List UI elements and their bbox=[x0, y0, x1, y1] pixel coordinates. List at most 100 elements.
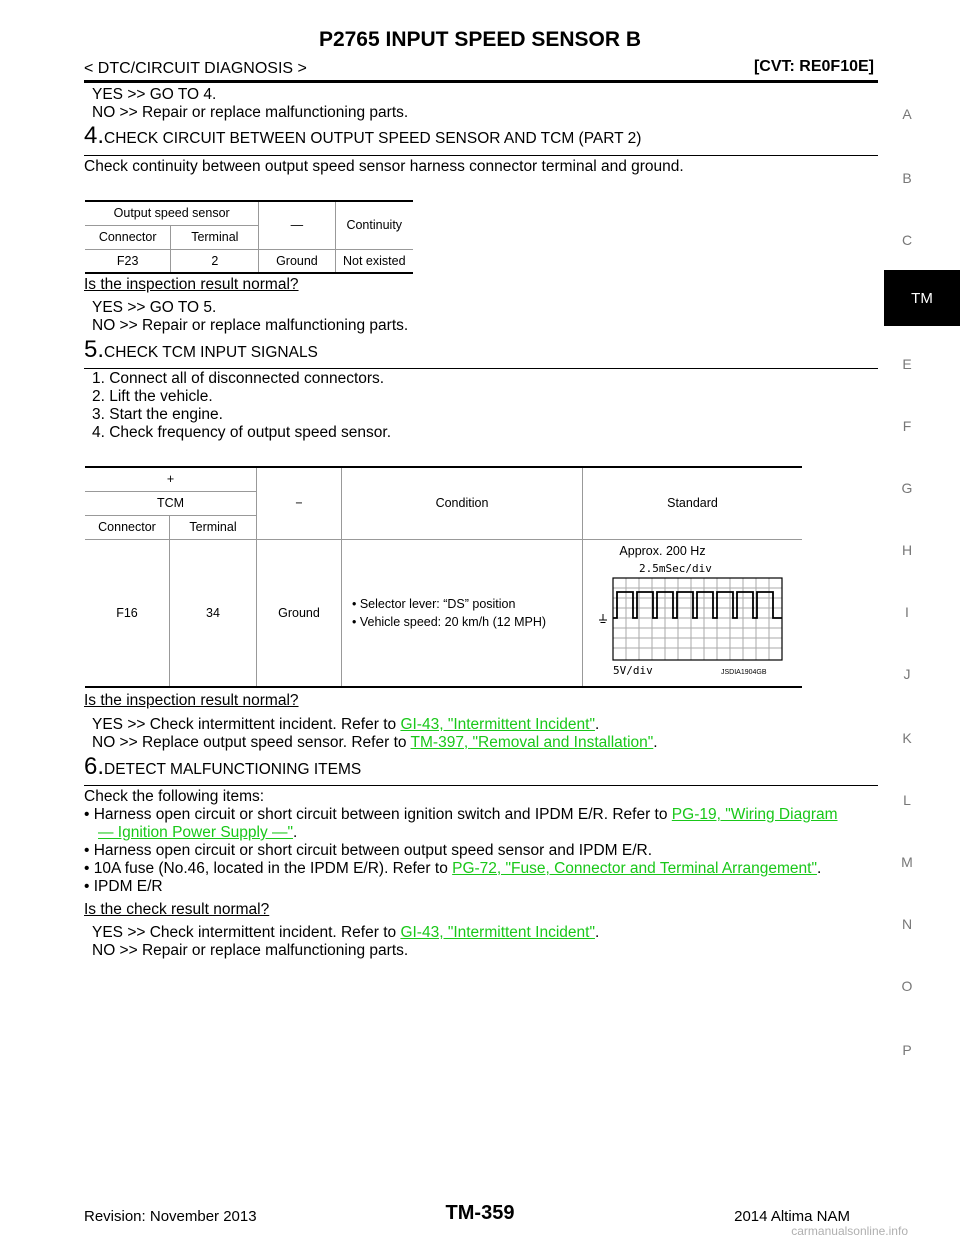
step6-no: NO >> Repair or replace malfunctioning p… bbox=[92, 942, 409, 959]
intro-no: NO >> Repair or replace malfunctioning p… bbox=[92, 104, 409, 121]
step4-number: 4. bbox=[84, 122, 105, 149]
step6-bullet: • IPDM E/R bbox=[84, 878, 163, 895]
section-label: < DTC/CIRCUIT DIAGNOSIS > bbox=[84, 60, 307, 77]
side-index-tm-label: TM bbox=[911, 289, 933, 307]
period: . bbox=[293, 824, 298, 841]
step5-yes: YES >> Check intermittent incident. Refe… bbox=[92, 716, 599, 734]
standard-value: Approx. 200 Hz bbox=[619, 543, 706, 558]
header-rule bbox=[84, 80, 878, 83]
side-index-f[interactable]: F bbox=[902, 418, 912, 434]
scope-volt-scale: 5V/div bbox=[613, 664, 653, 677]
condition-header: Condition bbox=[341, 467, 583, 539]
step6-bullet: • Harness open circuit or short circuit … bbox=[84, 842, 653, 859]
continuity-table: Output speed sensor — Continuity Connect… bbox=[85, 200, 413, 274]
step5-question: Is the inspection result normal? bbox=[84, 692, 299, 709]
step4-no: NO >> Repair or replace malfunctioning p… bbox=[92, 317, 409, 334]
bullet-text: • 10A fuse (No.46, located in the IPDM E… bbox=[84, 860, 453, 877]
period: . bbox=[594, 924, 600, 941]
table-cell: Ground bbox=[256, 539, 342, 687]
side-index-n[interactable]: N bbox=[901, 916, 913, 932]
step5-item: 3. Start the engine. bbox=[92, 406, 223, 423]
scope-time-scale: 2.5mSec/div bbox=[639, 562, 712, 575]
standard-cell: Approx. 200 Hz 2.5mSec/div 5V/div bbox=[583, 539, 803, 687]
step5-rule bbox=[84, 368, 878, 369]
step4-rule bbox=[84, 155, 878, 156]
connector-header: Connector bbox=[85, 515, 170, 539]
period: . bbox=[594, 716, 600, 733]
step6-description: Check the following items: bbox=[84, 788, 265, 805]
table-cell: Ground bbox=[258, 249, 336, 273]
step5-item: 4. Check frequency of output speed senso… bbox=[92, 424, 391, 441]
step4-description: Check continuity between output speed se… bbox=[84, 158, 684, 175]
scope-figure-id: JSDIA1904GB bbox=[721, 669, 767, 676]
page-title: P2765 INPUT SPEED SENSOR B bbox=[318, 28, 642, 51]
table-cell: F16 bbox=[85, 539, 170, 687]
side-index-o[interactable]: O bbox=[901, 978, 913, 994]
step6-bullet-cont: — Ignition Power Supply —". bbox=[98, 824, 297, 842]
side-index-p[interactable]: P bbox=[902, 1042, 912, 1058]
step6-question: Is the check result normal? bbox=[84, 901, 270, 918]
side-index-tm-active[interactable]: TM bbox=[884, 270, 960, 326]
step5-title: CHECK TCM INPUT SIGNALS bbox=[104, 344, 318, 361]
step4-question: Is the inspection result normal? bbox=[84, 276, 299, 293]
step4-yes: YES >> GO TO 5. bbox=[92, 299, 217, 316]
step5-no: NO >> Replace output speed sensor. Refer… bbox=[92, 734, 658, 752]
pg-72-link[interactable]: PG-72, "Fuse, Connector and Terminal Arr… bbox=[452, 860, 817, 877]
condition-cell: • Selector lever: “DS” position • Vehicl… bbox=[341, 539, 583, 687]
side-index-c[interactable]: C bbox=[901, 232, 913, 248]
side-index-b[interactable]: B bbox=[902, 170, 912, 186]
side-index-i[interactable]: I bbox=[905, 604, 909, 620]
pg-19-link[interactable]: PG-19, "Wiring Diagram bbox=[671, 806, 838, 823]
gi-43-link[interactable]: GI-43, "Intermittent Incident" bbox=[400, 716, 595, 733]
table-cell: Not existed bbox=[342, 253, 406, 268]
model-label: [CVT: RE0F10E] bbox=[753, 58, 874, 75]
output-speed-sensor-header: Output speed sensor bbox=[85, 201, 259, 226]
connector-header: Connector bbox=[85, 225, 172, 249]
scope-grid bbox=[612, 577, 782, 660]
step4-title: CHECK CIRCUIT BETWEEN OUTPUT SPEED SENSO… bbox=[104, 130, 642, 147]
side-index-k[interactable]: K bbox=[902, 730, 912, 746]
step6-yes: YES >> Check intermittent incident. Refe… bbox=[92, 924, 599, 942]
tcm-header: TCM bbox=[85, 491, 257, 516]
yes-text: YES >> Check intermittent incident. Refe… bbox=[92, 924, 401, 941]
gi-43-link[interactable]: GI-43, "Intermittent Incident" bbox=[400, 924, 595, 941]
step5-heading: 5.CHECK TCM INPUT SIGNALS bbox=[84, 336, 318, 364]
table-cell: F23 bbox=[85, 249, 172, 273]
watermark: carmanualsonline.info bbox=[791, 1224, 908, 1238]
continuity-header: Continuity bbox=[334, 201, 413, 249]
period: . bbox=[653, 734, 658, 751]
table-cell: 34 bbox=[169, 539, 257, 687]
side-index-l[interactable]: L bbox=[903, 792, 911, 808]
bullet-text: • Harness open circuit or short circuit … bbox=[84, 806, 672, 823]
vehicle-model: 2014 Altima NAM bbox=[734, 1208, 850, 1225]
side-index-j[interactable]: J bbox=[903, 666, 911, 682]
standard-header: Standard bbox=[582, 467, 802, 539]
condition-line: • Selector lever: “DS” position bbox=[352, 596, 516, 611]
table-cell: 2 bbox=[170, 249, 260, 273]
revision-date: Revision: November 2013 bbox=[84, 1208, 257, 1225]
side-index-a[interactable]: A bbox=[902, 106, 912, 122]
scope-frame bbox=[611, 576, 783, 661]
step5-number: 5. bbox=[84, 336, 105, 363]
side-index-h[interactable]: H bbox=[901, 542, 913, 558]
tm-397-link[interactable]: TM-397, "Removal and Installation" bbox=[410, 734, 654, 751]
step6-heading: 6.DETECT MALFUNCTIONING ITEMS bbox=[84, 753, 361, 781]
terminal-header: Terminal bbox=[191, 230, 239, 244]
dash-header: — bbox=[258, 201, 335, 249]
side-index-g[interactable]: G bbox=[901, 480, 913, 496]
intro-yes: YES >> GO TO 4. bbox=[92, 86, 217, 103]
step5-item: 1. Connect all of disconnected connector… bbox=[92, 370, 385, 387]
period: . bbox=[816, 860, 822, 877]
minus-header: − bbox=[256, 467, 342, 539]
pg-19-link-cont[interactable]: — Ignition Power Supply —" bbox=[98, 824, 294, 841]
step6-bullet: • 10A fuse (No.46, located in the IPDM E… bbox=[84, 860, 821, 878]
scope-square-wave bbox=[612, 590, 782, 619]
side-index-m[interactable]: M bbox=[901, 854, 913, 870]
plus-header: + bbox=[85, 467, 257, 492]
terminal-header: Terminal bbox=[189, 520, 237, 534]
step6-rule bbox=[84, 785, 878, 786]
page-number: TM-359 bbox=[445, 1202, 515, 1224]
no-text: NO >> Replace output speed sensor. Refer… bbox=[92, 734, 411, 751]
side-index-e[interactable]: E bbox=[902, 356, 912, 372]
step5-item: 2. Lift the vehicle. bbox=[92, 388, 213, 405]
